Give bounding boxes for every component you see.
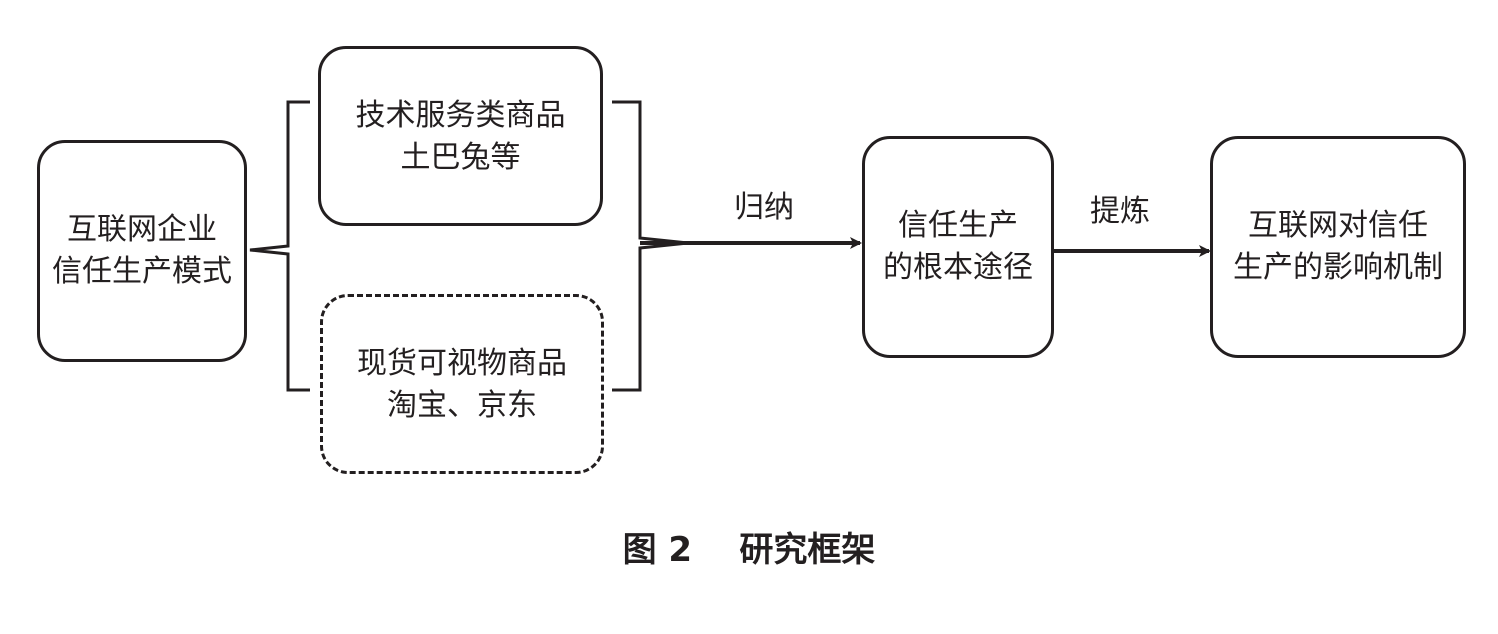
node-fundamental-path-line2: 的根本途径 bbox=[883, 250, 1033, 285]
node-tech-service-goods: 技术服务类商品 土巴兔等 bbox=[318, 46, 603, 226]
node-enterprise-trust-model: 互联网企业 信任生产模式 bbox=[37, 140, 247, 362]
node-internet-impact-mechanism: 互联网对信任 生产的影响机制 bbox=[1210, 136, 1466, 358]
node-physical-visible-goods: 现货可视物商品 淘宝、京东 bbox=[320, 294, 604, 474]
left-brace bbox=[249, 100, 310, 392]
node-fundamental-path: 信任生产 的根本途径 bbox=[862, 136, 1054, 358]
edge-label-refine: 提炼 bbox=[1090, 194, 1150, 229]
figure-number: 图 2 bbox=[622, 530, 693, 570]
node-enterprise-trust-model-line2: 信任生产模式 bbox=[52, 254, 232, 289]
right-brace bbox=[612, 100, 689, 392]
node-internet-impact-mechanism-line2: 生产的影响机制 bbox=[1233, 250, 1443, 285]
node-enterprise-trust-model-line1: 互联网企业 bbox=[67, 212, 217, 247]
node-physical-visible-goods-line1: 现货可视物商品 bbox=[357, 346, 567, 381]
figure-title: 研究框架 bbox=[739, 530, 876, 570]
node-internet-impact-mechanism-line1: 互联网对信任 bbox=[1248, 208, 1428, 243]
node-tech-service-goods-line2: 土巴兔等 bbox=[400, 140, 521, 175]
node-fundamental-path-line1: 信任生产 bbox=[898, 208, 1018, 243]
edge-label-induce: 归纳 bbox=[734, 190, 794, 225]
node-tech-service-goods-line1: 技术服务类商品 bbox=[355, 98, 566, 133]
node-physical-visible-goods-line2: 淘宝、京东 bbox=[387, 388, 537, 423]
figure-caption: 图 2 研究框架 bbox=[0, 528, 1498, 572]
